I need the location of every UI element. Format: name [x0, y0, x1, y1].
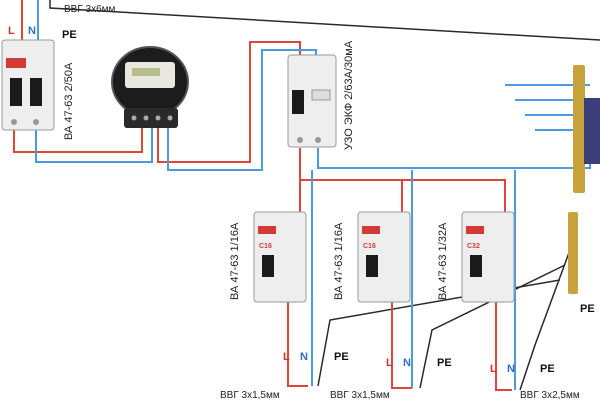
neutral-to-bus-1 [268, 20, 270, 42]
terminal-screw-icon [143, 115, 149, 121]
electricity-meter-icon [111, 46, 189, 128]
rcd-test-button-icon [311, 89, 331, 101]
breaker-2: C16 ВА 47-63 1/16А [333, 211, 411, 303]
label-l-out3: L [490, 363, 497, 375]
phase-out-2 [391, 300, 412, 389]
breaker-1-badge [258, 226, 276, 234]
breaker-3: C32 ВА 47-63 1/32А [437, 211, 515, 303]
screw-icon [315, 137, 321, 143]
phase-out-3 [495, 300, 512, 391]
out3-cable-label: ВВГ 3х2,5мм [520, 390, 580, 400]
pe-wire-main [49, 0, 600, 41]
breaker-3-label: ВА 47-63 1/32А [437, 222, 449, 300]
label-pe-out1: PE [334, 351, 349, 363]
meter-terminals [124, 108, 178, 128]
rcd-handle-icon [292, 90, 304, 114]
breaker-2-label: ВА 47-63 1/16А [333, 222, 345, 300]
label-n-out1: N [300, 351, 308, 363]
label-pe-bus: PE [580, 303, 595, 315]
label-n-out2: N [403, 357, 411, 369]
input-cable-label: ВВГ 3х6мм [64, 4, 116, 15]
pe-out-2 [419, 264, 566, 389]
screw-icon [297, 137, 303, 143]
main-breaker-badge [6, 58, 26, 68]
breaker-2-rating: C16 [363, 243, 376, 250]
main-breaker: ВА 47-63 2/50А [1, 39, 75, 140]
wire-labels: L N PE ВВГ 3х6мм L N PE L N PE L N PE PE… [8, 4, 595, 401]
screw-icon [11, 119, 17, 125]
pe-bus-bar [568, 212, 578, 294]
breaker-3-handle-icon [470, 255, 482, 277]
neutral-bus-bracket [584, 98, 600, 164]
breaker-2-body [357, 211, 411, 303]
screw-icon [33, 119, 39, 125]
breaker-1-body [253, 211, 307, 303]
main-breaker-handle-2-icon [30, 78, 42, 106]
label-pe-out2: PE [437, 357, 452, 369]
breaker-2-badge [362, 226, 380, 234]
phase-out-1 [287, 300, 308, 387]
neutral-wire-rcd-out [317, 119, 600, 169]
neutral-bus-bar [573, 65, 585, 193]
breaker-1-rating: C16 [259, 243, 272, 250]
breaker-3-rating: C32 [467, 243, 480, 250]
meter-counter [132, 68, 160, 76]
phase-wire-to-meter [13, 125, 143, 153]
label-l-out1: L [283, 351, 290, 363]
breaker-1-handle-icon [262, 255, 274, 277]
breaker-3-body [461, 211, 515, 303]
terminal-screw-icon [167, 115, 173, 121]
label-n-input: N [28, 25, 36, 37]
rcd-body [287, 54, 337, 148]
rcd-label: УЗО ЭКФ 2/63А/30мА [343, 40, 355, 150]
input-cable-wires [21, 0, 600, 42]
rcd: УЗО ЭКФ 2/63А/30мА [287, 40, 355, 150]
branch-output-wires [287, 170, 571, 391]
terminal-bus-icon [568, 65, 600, 294]
phase-wire-meter-to-rcd [157, 41, 301, 163]
label-n-out3: N [507, 363, 515, 375]
neutral-wire-meter-to-rcd [167, 49, 317, 171]
main-breaker-body [1, 39, 55, 131]
pe-out-3 [519, 249, 571, 391]
neutral-wire-to-meter [35, 125, 153, 163]
terminal-screw-icon [131, 115, 137, 121]
main-breaker-handle-icon [10, 78, 22, 106]
label-l-out2: L [386, 357, 393, 369]
main-wires [13, 41, 317, 171]
breaker-1-label: ВА 47-63 1/16А [229, 222, 241, 300]
breaker-1: C16 ВА 47-63 1/16А [229, 211, 307, 303]
main-breaker-label: ВА 47-63 2/50А [63, 62, 75, 140]
terminal-screw-icon [155, 115, 161, 121]
label-pe-out3: PE [540, 363, 555, 375]
label-l-input: L [8, 25, 15, 37]
out2-cable-label: ВВГ 3х1,5мм [330, 390, 390, 400]
breaker-3-badge [466, 226, 484, 234]
breaker-2-handle-icon [366, 255, 378, 277]
out1-cable-label: ВВГ 3х1,5мм [220, 390, 280, 400]
label-pe-input: PE [62, 29, 77, 41]
